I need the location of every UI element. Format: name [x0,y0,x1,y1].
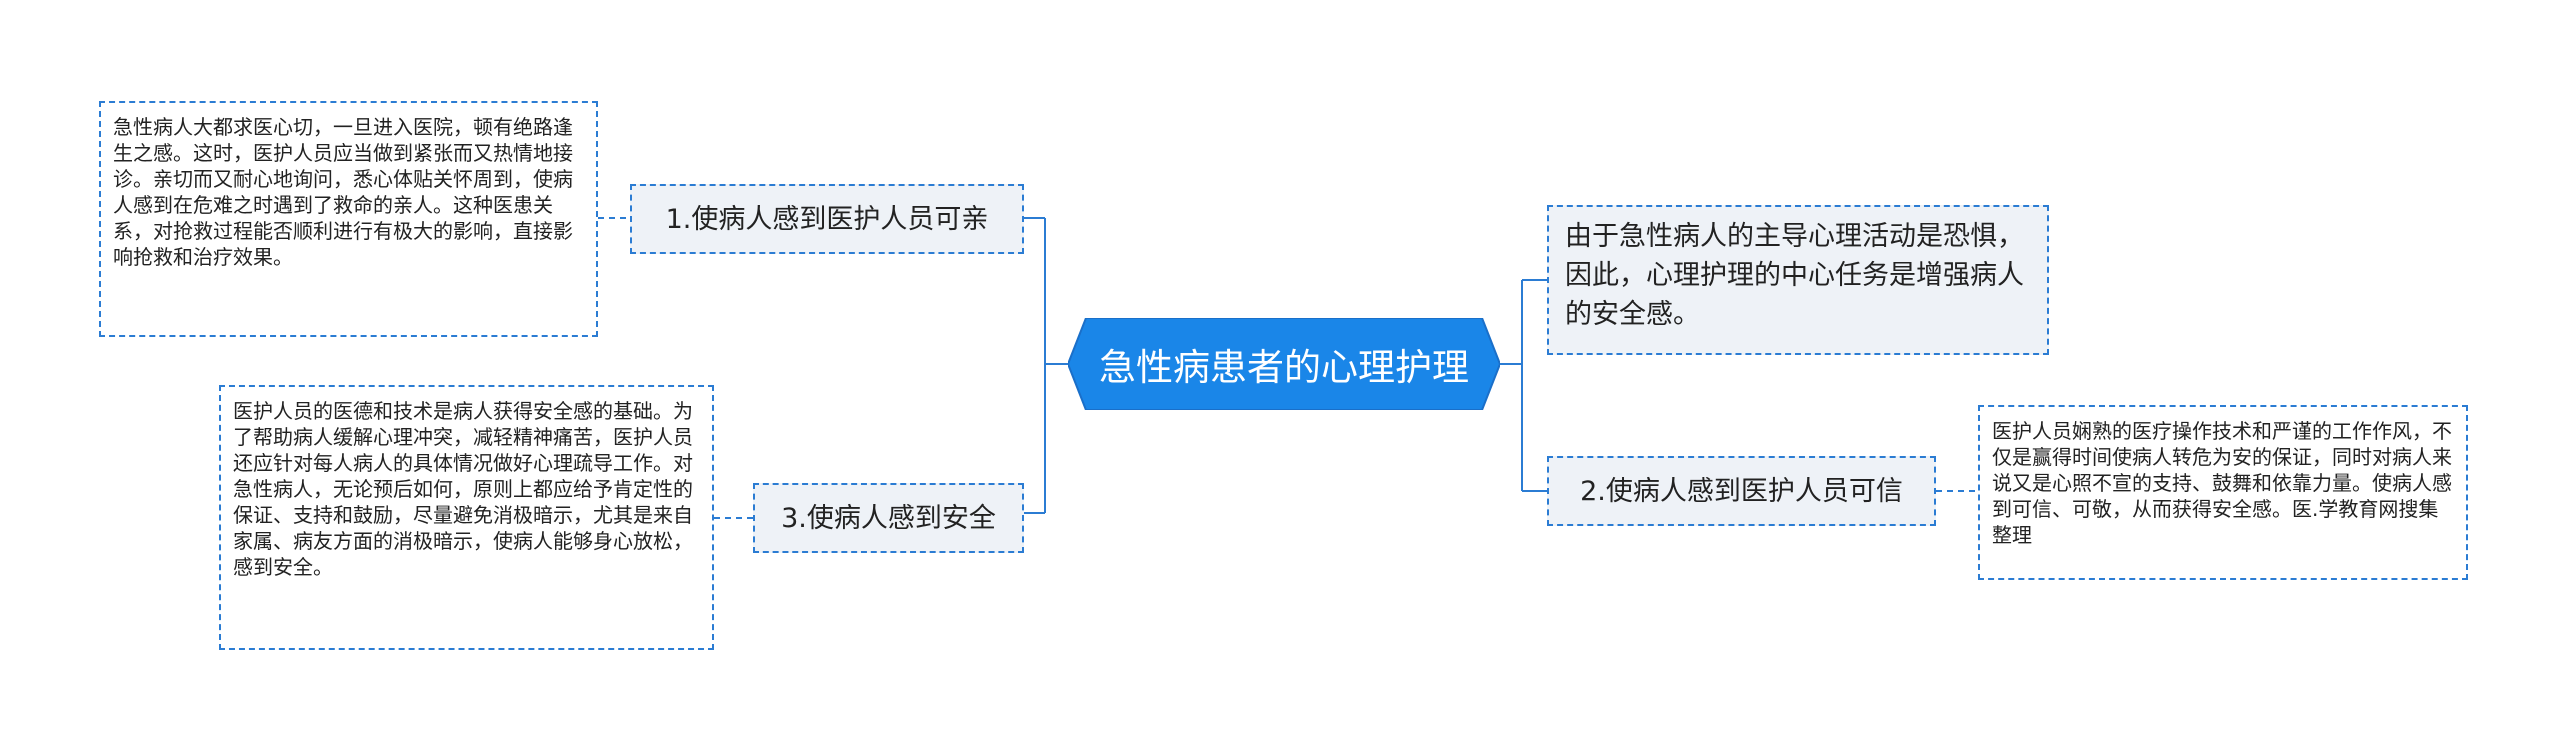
note-approachable-text: 急性病人大都求医心切，一旦进入医院，顿有绝路逢生之感。这时，医护人员应当做到紧张… [113,115,573,269]
branch-central-task-label: 由于急性病人的主导心理活动是恐惧，因此，心理护理的中心任务是增强病人的安全感。 [1565,221,2024,330]
note-trustworthy-text: 医护人员娴熟的医疗操作技术和严谨的工作作风，不仅是赢得时间使病人转危为安的保证，… [1992,419,2452,547]
branch-trustworthy-label: 2.使病人感到医护人员可信 [1580,475,1903,507]
branch-approachable-label: 1.使病人感到医护人员可亲 [665,203,989,235]
branch-approachable[interactable]: 1.使病人感到医护人员可亲 [630,184,1024,254]
root-title: 急性病患者的心理护理 [1099,346,1469,389]
note-safety[interactable]: 医护人员的医德和技术是病人获得安全感的基础。为了帮助病人缓解心理冲突，减轻精神痛… [219,385,714,650]
note-trustworthy[interactable]: 医护人员娴熟的医疗操作技术和严谨的工作作风，不仅是赢得时间使病人转危为安的保证，… [1978,405,2468,580]
root-shape [1068,318,1500,410]
branch-safety-label: 3.使病人感到安全 [781,502,996,534]
branch-trustworthy[interactable]: 2.使病人感到医护人员可信 [1547,456,1936,526]
root-topic[interactable]: 急性病患者的心理护理 [1068,318,1500,410]
branch-safety[interactable]: 3.使病人感到安全 [753,483,1024,553]
branch-central-task[interactable]: 由于急性病人的主导心理活动是恐惧，因此，心理护理的中心任务是增强病人的安全感。 [1547,205,2049,355]
note-approachable[interactable]: 急性病人大都求医心切，一旦进入医院，顿有绝路逢生之感。这时，医护人员应当做到紧张… [99,101,598,337]
note-safety-text: 医护人员的医德和技术是病人获得安全感的基础。为了帮助病人缓解心理冲突，减轻精神痛… [233,399,693,579]
